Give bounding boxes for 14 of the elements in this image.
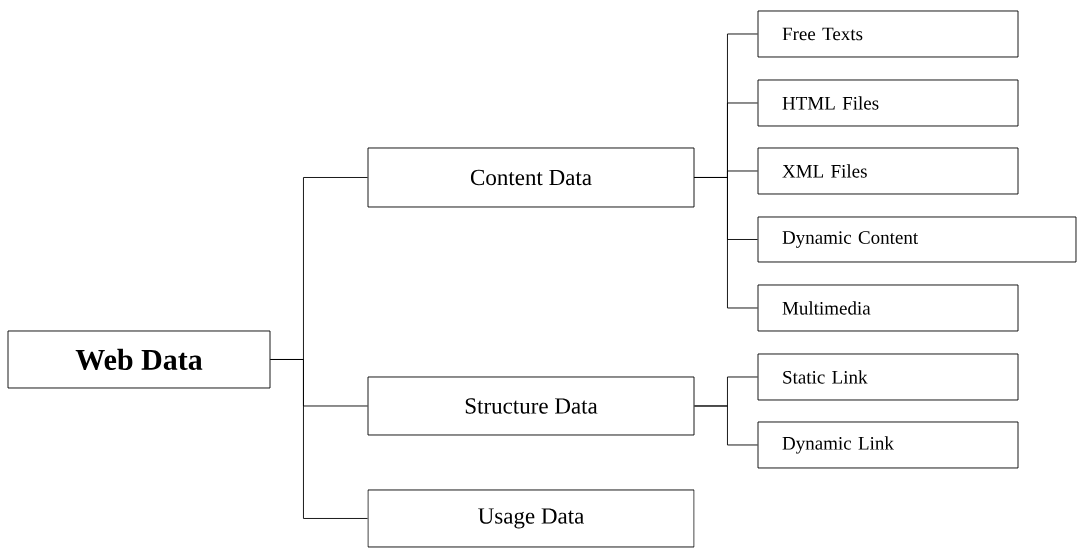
connector-line xyxy=(270,359,368,519)
root-box: Web Data xyxy=(7,330,271,389)
category-box: Usage Data xyxy=(367,489,695,548)
connector-line xyxy=(694,177,758,309)
category-box: Content Data xyxy=(367,147,695,208)
connector-line xyxy=(694,405,758,446)
item-box: Dynamic Content xyxy=(757,216,1077,263)
item-box: Multimedia xyxy=(757,284,1019,332)
item-box: Free Texts xyxy=(757,10,1019,58)
item-box: XML Files xyxy=(757,147,1019,195)
item-box: Dynamic Link xyxy=(757,421,1019,469)
item-box: Static Link xyxy=(757,353,1019,401)
category-box: Structure Data xyxy=(367,376,695,436)
item-box: HTML Files xyxy=(757,79,1019,127)
